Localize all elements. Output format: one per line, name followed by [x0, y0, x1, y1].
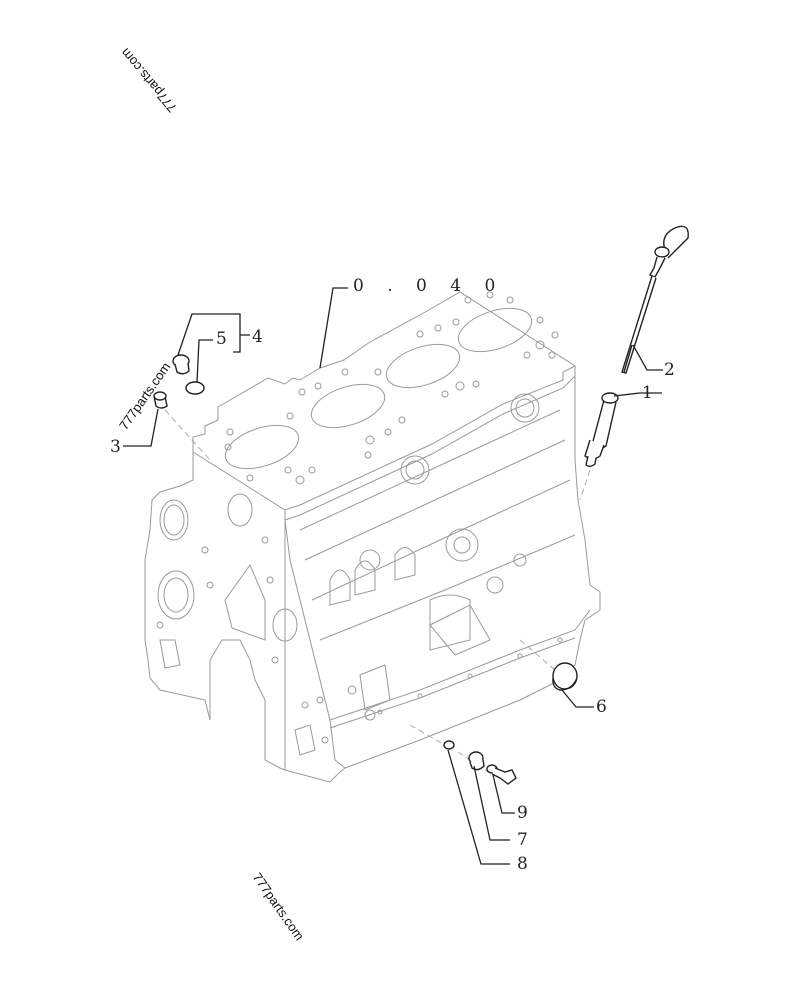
callout-5[interactable]: 5	[216, 329, 227, 349]
part-1-dipstick-tube[interactable]	[584, 392, 619, 467]
part-9-fitting[interactable]	[486, 764, 517, 785]
callout-9[interactable]: 9	[517, 803, 528, 823]
part-8-oring[interactable]	[443, 740, 455, 750]
part-4-plug[interactable]	[172, 354, 190, 375]
part-6-cap[interactable]	[552, 662, 578, 691]
callout-3[interactable]: 3	[110, 437, 121, 457]
callout-1[interactable]: 1	[642, 383, 653, 403]
callout-8[interactable]: 8	[517, 854, 528, 874]
assembly-dash-lines	[164, 409, 591, 776]
part-3-bushing[interactable]	[153, 391, 168, 409]
engine-block	[144, 291, 601, 783]
callout-4[interactable]: 4	[252, 327, 263, 347]
leader-lines	[123, 287, 663, 865]
assembly-reference-label: 0 . 0 4 0	[353, 276, 504, 296]
part-7-plug[interactable]	[468, 751, 485, 771]
callout-7[interactable]: 7	[517, 830, 528, 850]
callout-2[interactable]: 2	[664, 360, 675, 380]
part-5-seal[interactable]	[185, 381, 205, 395]
callout-6[interactable]: 6	[596, 697, 607, 717]
part-2-dipstick[interactable]	[621, 225, 689, 374]
